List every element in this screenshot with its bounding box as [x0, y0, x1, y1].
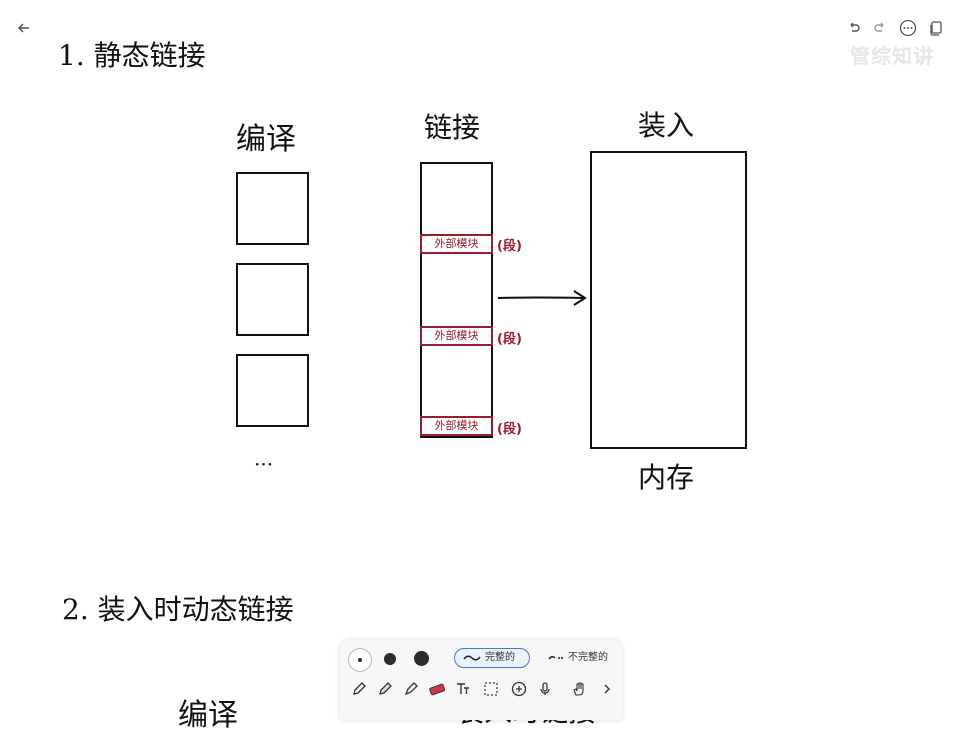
section-title-static-linking: 1. 静态链接 [58, 39, 206, 72]
undo-button[interactable] [840, 14, 868, 42]
stroke-incomplete-label: 不完整的 [568, 652, 608, 663]
hand-tool[interactable] [568, 678, 590, 700]
mic-icon [540, 682, 550, 695]
highlighter-icon [404, 682, 418, 696]
stroke-complete-toggle[interactable]: 完整的 [454, 648, 530, 668]
compiled-module-box [236, 263, 309, 336]
label-memory: 内存 [638, 461, 695, 494]
redo-button[interactable] [866, 14, 894, 42]
lasso-select-tool[interactable] [480, 678, 502, 700]
external-module-segment: 外部模块 [420, 326, 493, 346]
load-arrow [497, 290, 587, 306]
watermark: 管综知讲 [850, 44, 934, 68]
add-tool[interactable] [508, 678, 530, 700]
bottom-label-compile: 编译 [178, 698, 238, 733]
add-icon [511, 681, 527, 697]
more-button[interactable] [894, 14, 922, 42]
compiled-module-box [236, 354, 309, 427]
section-title-load-time-linking: 2. 装入时动态链接 [62, 593, 294, 626]
stroke-complete-label: 完整的 [485, 652, 515, 663]
external-module-segment: 外部模块 [420, 234, 493, 254]
chevron-right-icon [604, 684, 610, 694]
pen-size-medium-button[interactable] [384, 653, 396, 665]
label-load: 装入 [638, 109, 695, 142]
ellipsis: ··· [254, 452, 274, 476]
redo-icon [874, 22, 884, 32]
linked-module-box [420, 162, 493, 438]
lasso-select-icon [484, 682, 498, 696]
more-icon [899, 19, 917, 37]
highlighter-tool[interactable] [400, 678, 422, 700]
text-tool[interactable] [452, 678, 474, 700]
segment-suffix: (段) [497, 422, 522, 437]
text-icon [457, 683, 469, 694]
marker-icon [379, 682, 392, 695]
external-module-segment: 外部模块 [420, 416, 493, 436]
pen-size-small-button[interactable] [348, 648, 372, 672]
back-button[interactable] [10, 14, 38, 42]
label-link: 链接 [424, 111, 481, 144]
eraser-icon [429, 683, 446, 696]
memory-box [590, 151, 747, 449]
undo-icon [850, 22, 860, 32]
stroke-incomplete-toggle[interactable]: 不完整的 [540, 648, 624, 668]
label-compile: 编译 [236, 122, 296, 157]
pages-icon [930, 21, 942, 36]
compiled-module-box [236, 172, 309, 245]
pen-size-large-button[interactable] [414, 651, 429, 666]
voice-tool[interactable] [534, 678, 556, 700]
back-arrow-icon [17, 23, 29, 33]
segment-suffix: (段) [497, 239, 522, 254]
hand-icon [573, 682, 584, 696]
pencil-tool[interactable] [348, 678, 370, 700]
pages-button[interactable] [922, 14, 950, 42]
wave-icon [463, 655, 481, 661]
pencil-icon [353, 682, 366, 695]
more-tools-button[interactable] [596, 678, 618, 700]
segment-suffix: (段) [497, 332, 522, 347]
eraser-tool[interactable] [426, 678, 448, 700]
drawing-toolbar: 完整的 不完整的 [340, 640, 622, 720]
marker-tool[interactable] [374, 678, 396, 700]
dashed-wave-icon [548, 655, 563, 660]
